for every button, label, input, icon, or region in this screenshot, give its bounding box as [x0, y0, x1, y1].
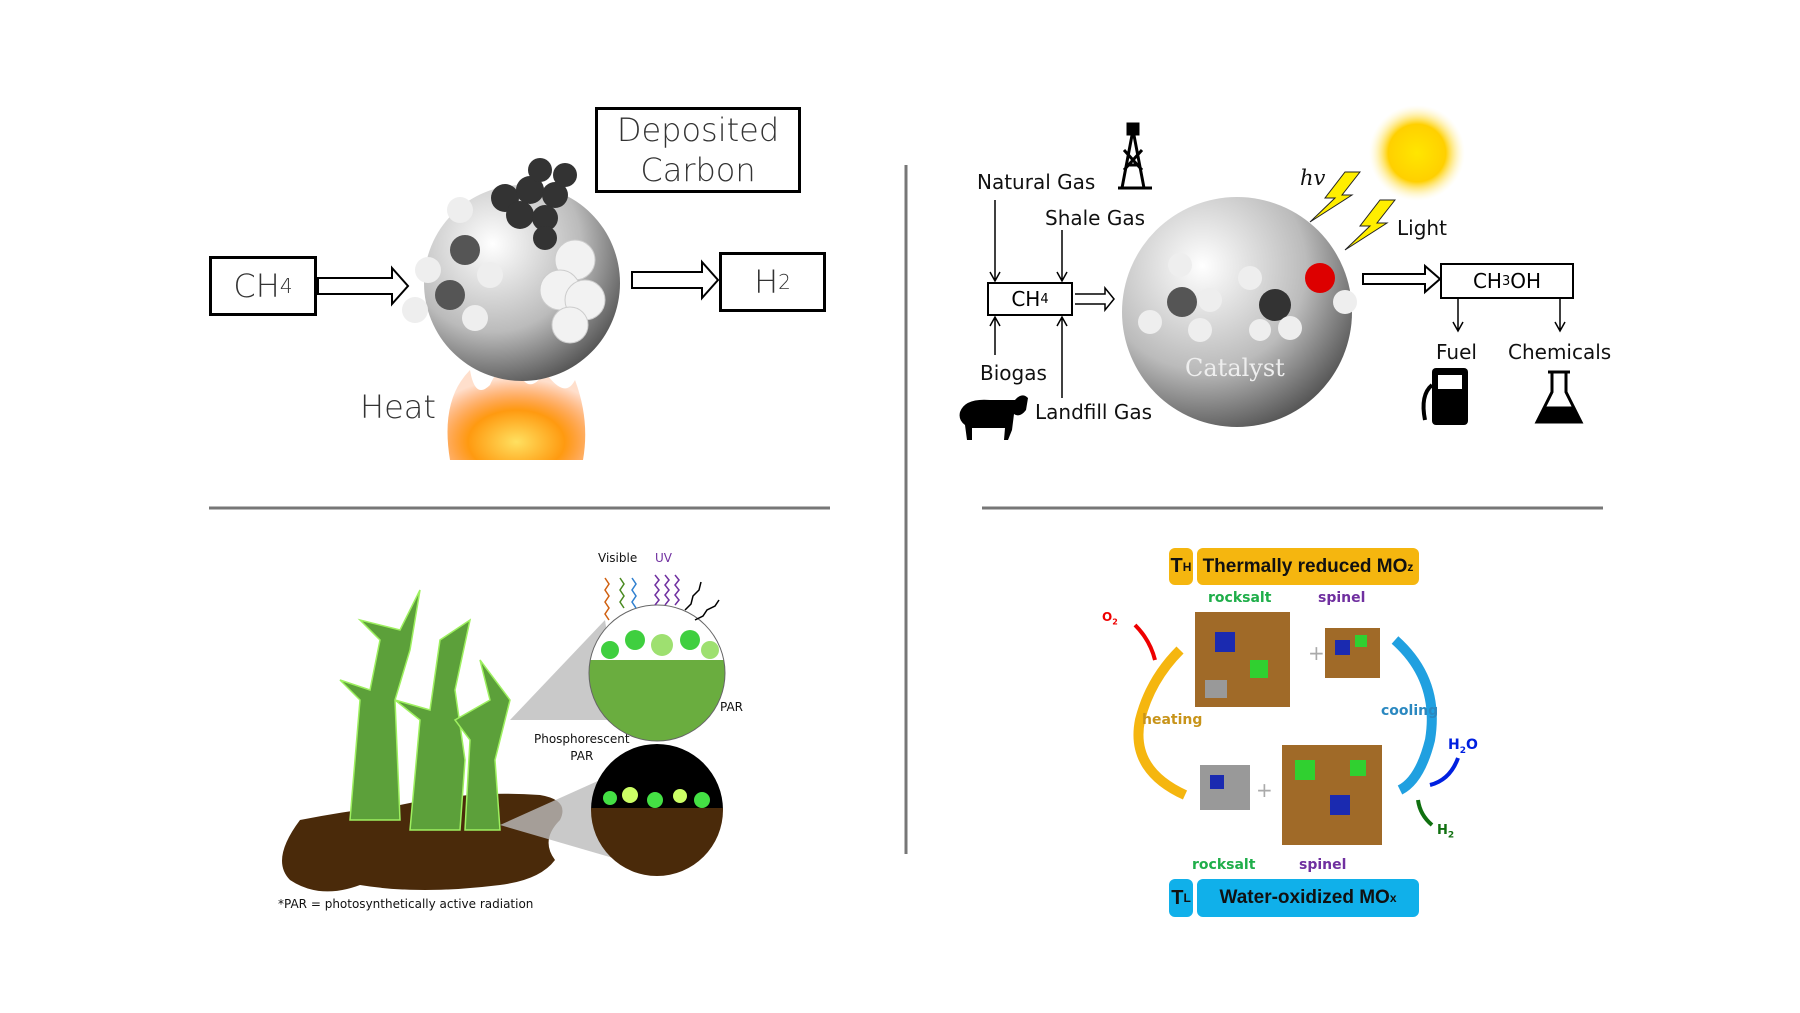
rocksalt-top-label: rocksalt	[1208, 590, 1272, 606]
water-oxidized-subscript: x	[1389, 891, 1397, 905]
h2o-o: O	[1465, 737, 1478, 753]
carbon-cluster	[491, 158, 577, 250]
arrow-in	[317, 265, 410, 307]
lightning-icon	[1309, 171, 1397, 251]
ch4-subscript: 4	[279, 274, 293, 298]
heating-label: heating	[1142, 712, 1203, 728]
methane-on-catalyst	[1138, 253, 1222, 342]
par-footnote: *PAR = photosynthetically active radiati…	[278, 897, 534, 911]
methanol-label-oh: OH	[1510, 269, 1542, 293]
h2o-h: H	[1448, 737, 1460, 753]
svg-text:+: +	[1256, 778, 1273, 802]
h2-label: H	[754, 263, 779, 301]
fuel-pump-icon	[1421, 368, 1468, 425]
phosphorescent-line2: PAR	[570, 749, 594, 763]
svg-text:+: +	[1308, 641, 1325, 665]
o2-label: O2	[1102, 610, 1118, 626]
hv-label: hv	[1300, 166, 1326, 190]
methanol-subscript: 3	[1501, 273, 1511, 289]
source-shale-gas: Shale Gas	[1045, 206, 1146, 230]
source-arrows	[989, 200, 1566, 398]
deposited-carbon-box: Deposited Carbon	[595, 107, 801, 193]
crystal-structures: ++	[1195, 612, 1382, 845]
phosphorescent-par-label: Phosphorescent PAR	[534, 731, 630, 765]
hydrogen-cluster	[539, 239, 606, 344]
carbon-label: Carbon	[640, 151, 756, 189]
o2-text: O	[1102, 610, 1113, 624]
spinel-top-label: spinel	[1318, 590, 1366, 606]
phosphorescent-line1: Phosphorescent	[534, 732, 630, 746]
h2o-label: H2O	[1448, 737, 1478, 756]
h2-arrow	[1416, 799, 1434, 827]
source-biogas: Biogas	[980, 361, 1047, 385]
cycle-arrows	[1133, 636, 1437, 800]
cow-icon	[959, 395, 1028, 440]
catalyst-label: Catalyst	[1185, 354, 1285, 382]
h2o-arrow	[1429, 757, 1460, 787]
methane-molecules	[402, 197, 503, 331]
light-label: Light	[1397, 216, 1447, 240]
h2-product-subscript: 2	[1447, 830, 1455, 841]
derrick-icon	[1118, 122, 1152, 190]
methanol-molecule	[1238, 263, 1357, 341]
par-label: PAR	[720, 700, 744, 714]
h2o-subscript: 2	[1459, 745, 1466, 756]
thermally-reduced-subscript: z	[1407, 559, 1414, 574]
radiation-arrows	[604, 574, 720, 621]
tl-subscript: L	[1183, 891, 1191, 905]
fire-icon	[447, 369, 586, 460]
h2-product-label: H2	[1437, 823, 1454, 841]
ch4-feed-subscript: 4	[1040, 291, 1049, 307]
heat-label: Heat	[360, 388, 436, 426]
methanol-label-ch: CH	[1472, 269, 1502, 293]
source-natural-gas: Natural Gas	[977, 170, 1096, 194]
h2-subscript: 2	[778, 270, 791, 294]
use-fuel: Fuel	[1436, 340, 1477, 364]
th-subscript: H	[1182, 559, 1192, 574]
rocksalt-bottom-label: rocksalt	[1192, 857, 1256, 873]
flask-icon	[1534, 370, 1584, 424]
tl-label: T	[1171, 886, 1184, 909]
arrow-to-methanol	[1362, 263, 1442, 295]
ch4-feed-label: CH	[1011, 287, 1041, 311]
uv-label: UV	[655, 551, 672, 565]
source-landfill-gas: Landfill Gas	[1035, 400, 1153, 424]
deposited-label: Deposited	[616, 111, 780, 149]
plant-icon	[339, 589, 511, 831]
use-chemicals: Chemicals	[1508, 340, 1612, 364]
cooling-label: cooling	[1381, 703, 1439, 719]
ch4-label: CH	[233, 267, 280, 305]
h2-text: H	[1437, 823, 1448, 838]
water-oxidized-label: Water-oxidized MO	[1219, 887, 1390, 908]
th-label: T	[1170, 555, 1183, 577]
spinel-bottom-label: spinel	[1299, 857, 1347, 873]
visible-label: Visible	[598, 551, 638, 565]
o2-subscript: 2	[1112, 617, 1118, 627]
o2-arrow	[1133, 623, 1157, 661]
sun-icon	[1369, 105, 1465, 201]
thermally-reduced-label: Thermally reduced MO	[1202, 555, 1408, 577]
arrow-out	[631, 259, 720, 301]
